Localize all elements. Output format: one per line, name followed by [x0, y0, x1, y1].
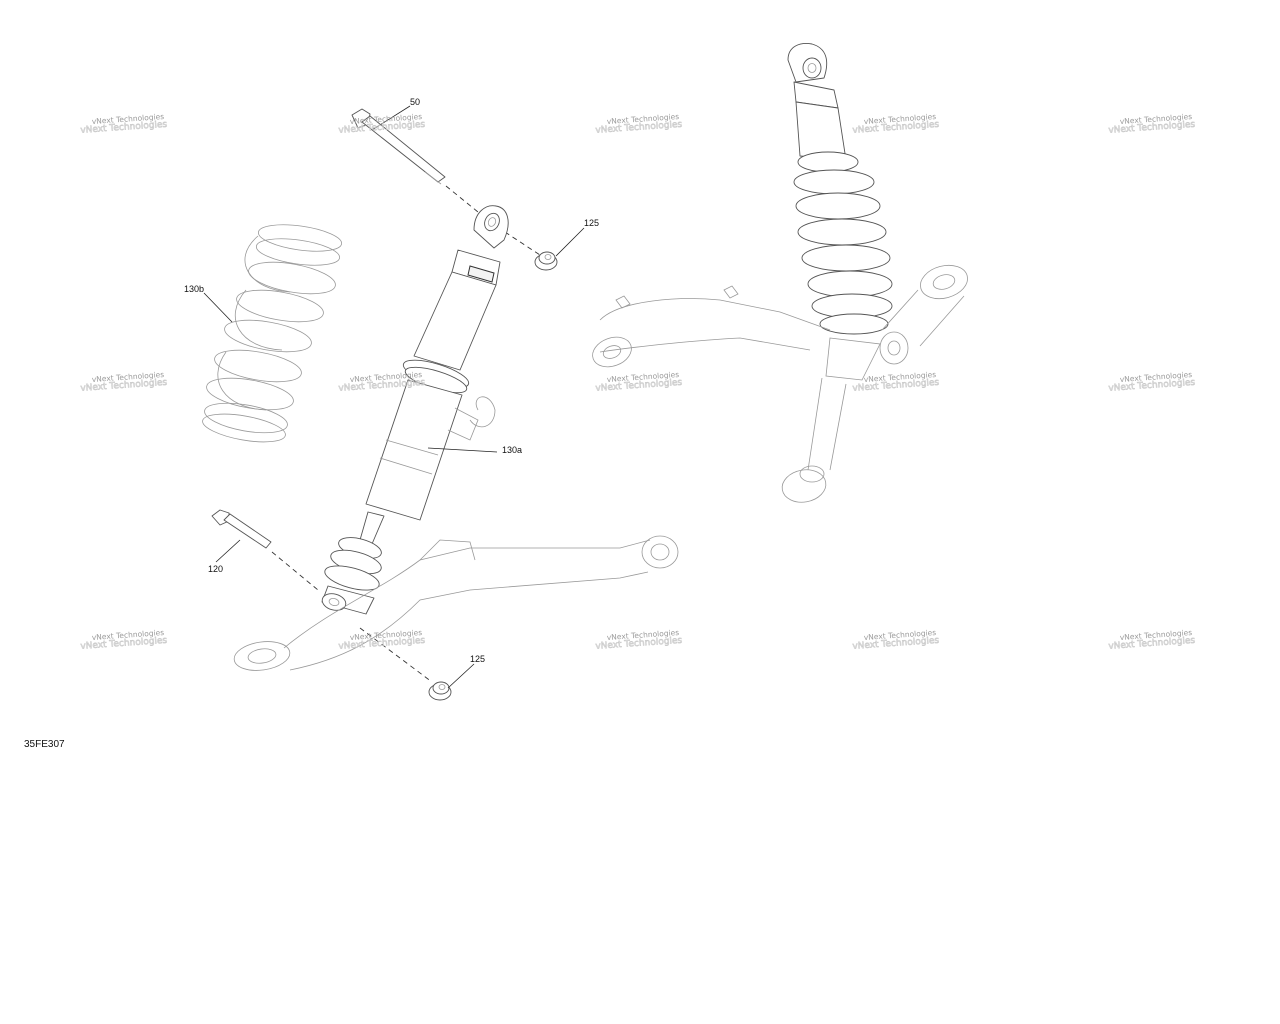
lower-control-arm: [233, 396, 679, 671]
watermark: vNext Technologies vNext Technologies: [595, 112, 683, 136]
leader-125-bottom: [447, 663, 475, 689]
callout-130a: 130a: [502, 445, 522, 455]
assembled-shock: [787, 43, 909, 381]
assembly-axis-bottom-bolt: [271, 551, 319, 591]
watermark: vNext Technologies vNext Technologies: [595, 370, 683, 394]
assembly-axis-top: [445, 185, 479, 213]
watermarks: vNext Technologies vNext Technologies vN…: [80, 112, 1196, 652]
callout-130b: 130b: [184, 284, 204, 294]
callout-125-top: 125: [584, 218, 599, 228]
bolt-50: [351, 108, 446, 185]
watermark: vNext Technologies vNext Technologies: [1108, 112, 1196, 136]
watermark: vNext Technologies vNext Technologies: [80, 370, 168, 394]
callout-50: 50: [410, 97, 420, 107]
watermark: vNext Technologies vNext Technologies: [1108, 370, 1196, 394]
leader-120: [215, 539, 241, 563]
assembled-control-arm: [592, 264, 968, 503]
diagram-code: 35FE307: [24, 739, 65, 750]
shock-130a: [321, 205, 509, 615]
leader-50: [371, 105, 411, 131]
nut-125-top: [534, 251, 558, 271]
nut-125-bottom: [428, 681, 452, 701]
watermark: vNext Technologies vNext Technologies: [852, 370, 940, 394]
watermark: vNext Technologies vNext Technologies: [595, 628, 683, 652]
leader-125-top: [555, 227, 585, 257]
spring-130b: [202, 224, 343, 443]
watermark: vNext Technologies vNext Technologies: [852, 112, 940, 136]
callout-120: 120: [208, 564, 223, 574]
watermark: vNext Technologies vNext Technologies: [338, 112, 426, 136]
watermark: vNext Technologies vNext Technologies: [80, 112, 168, 136]
leader-130a: [427, 447, 498, 453]
assembly-axis-bottom-nut: [359, 627, 433, 683]
leader-130b: [203, 292, 233, 323]
watermark: vNext Technologies vNext Technologies: [852, 628, 940, 652]
callout-125-bottom: 125: [470, 654, 485, 664]
bolt-120: [211, 509, 272, 549]
watermark: vNext Technologies vNext Technologies: [338, 628, 426, 652]
watermark: vNext Technologies vNext Technologies: [80, 628, 168, 652]
assembly-axis-top-nut: [504, 231, 541, 256]
watermark: vNext Technologies vNext Technologies: [1108, 628, 1196, 652]
